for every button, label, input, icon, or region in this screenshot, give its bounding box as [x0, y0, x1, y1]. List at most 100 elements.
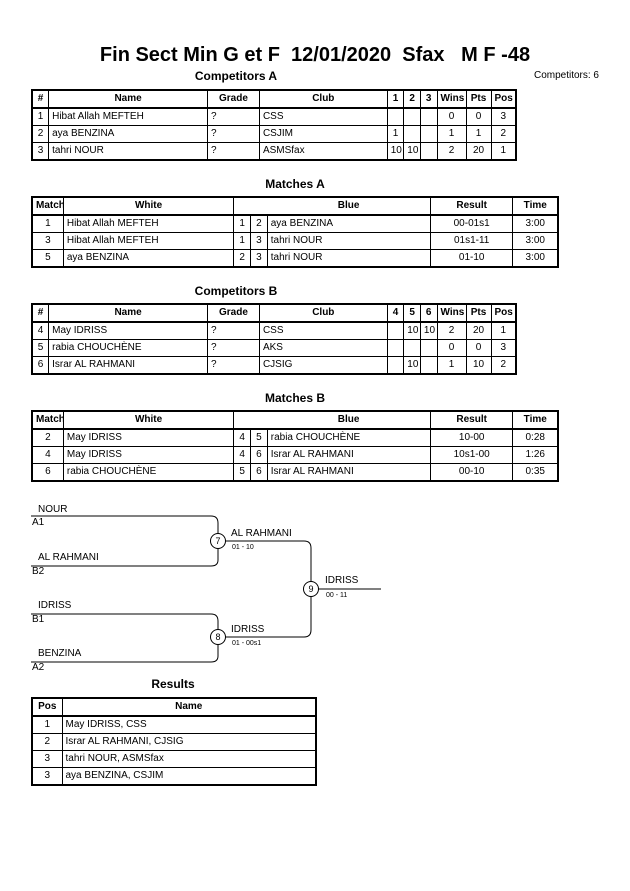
- cell: 5: [31, 249, 64, 268]
- table-row: 2 May IDRISS 4 5 rabia CHOUCHÈNE 10-00 0…: [31, 428, 559, 447]
- matches-a-title: Matches A: [265, 177, 325, 191]
- cell: Israr AL RAHMANI, CJSIG: [61, 733, 317, 751]
- header-cell: [250, 410, 268, 430]
- table-header-row: Pos Name: [31, 697, 317, 717]
- cell: 3:00: [512, 232, 559, 250]
- matches-b-title: Matches B: [264, 391, 326, 405]
- table-header-row: # Name Grade Club 1 2 3 Wins Pts Pos: [31, 89, 517, 109]
- table-header-row: Match White Blue Result Time: [31, 196, 559, 216]
- match-8-winner: IDRISS: [231, 624, 265, 635]
- matches-a-table: Match White Blue Result Time 1 Hibat All…: [31, 196, 559, 268]
- bracket-idriss-seed: IDRISS: [38, 600, 72, 611]
- cell: 0:28: [512, 428, 559, 447]
- page-title: Fin Sect Min G et F 12/01/2020 Sfax M F …: [99, 44, 531, 66]
- cell: aya BENZINA, CSJIM: [61, 767, 317, 786]
- cell: 0: [436, 339, 467, 357]
- cell: 4: [233, 446, 252, 464]
- cell: 2: [490, 356, 517, 375]
- cell: 1: [436, 356, 467, 375]
- matches-b-table: Match White Blue Result Time 2 May IDRIS…: [31, 410, 559, 482]
- cell: 1: [31, 715, 63, 734]
- header-cell: Name: [61, 697, 317, 717]
- cell: aya BENZINA: [62, 249, 235, 268]
- header-cell: Time: [512, 196, 559, 216]
- table-row: 3 Hibat Allah MEFTEH 1 3 tahri NOUR 01s1…: [31, 232, 559, 250]
- cell: tahri NOUR, ASMSfax: [61, 750, 317, 768]
- cell: 3: [31, 750, 63, 768]
- cell: 1: [465, 125, 492, 143]
- header-cell: Name: [48, 89, 209, 109]
- header-cell: Blue: [267, 410, 431, 430]
- match-7-badge: 7: [210, 533, 226, 549]
- table-row: 2 aya BENZINA ? CSJIM 1 1 1 2: [31, 125, 517, 143]
- match-9-winner: IDRISS: [325, 575, 359, 586]
- header-cell: Match: [31, 410, 64, 430]
- table-row: 1 May IDRISS, CSS: [31, 715, 317, 734]
- cell: 1: [436, 125, 467, 143]
- cell: rabia CHOUCHÈNE: [62, 463, 235, 482]
- cell: 3: [490, 339, 517, 357]
- competitors-a-title: Competitors A: [194, 69, 278, 83]
- match-9-badge: 9: [303, 581, 319, 597]
- header-cell: White: [62, 196, 235, 216]
- cell: 5: [233, 463, 252, 482]
- bracket-seed-b2: B2: [32, 566, 45, 577]
- cell: Israr AL RAHMANI: [266, 446, 431, 464]
- header-cell: Match: [31, 196, 64, 216]
- match-7-score: 01 - 10: [232, 544, 254, 551]
- cell: 3: [31, 232, 64, 250]
- cell: AKS: [258, 339, 388, 357]
- cell: ?: [207, 339, 260, 357]
- table-row: 6 rabia CHOUCHÈNE 5 6 Israr AL RAHMANI 0…: [31, 463, 559, 482]
- cell: tahri NOUR: [266, 232, 431, 250]
- table-row: 5 aya BENZINA 2 3 tahri NOUR 01-10 3:00: [31, 249, 559, 268]
- bracket-line-match9: [218, 540, 312, 638]
- cell: Israr AL RAHMANI: [266, 463, 431, 482]
- header-cell: Club: [258, 303, 388, 323]
- results-title: Results: [151, 677, 195, 691]
- cell: Hibat Allah MEFTEH: [62, 232, 235, 250]
- competitors-a-table: # Name Grade Club 1 2 3 Wins Pts Pos 1 H…: [31, 89, 517, 161]
- cell: Israr AL RAHMANI: [48, 356, 209, 375]
- match-7-winner: AL RAHMANI: [231, 528, 292, 539]
- table-row: 2 Israr AL RAHMANI, CJSIG: [31, 733, 317, 751]
- match-8-badge: 8: [210, 629, 226, 645]
- header-cell: 3: [419, 89, 438, 109]
- bracket-benzina: BENZINA: [38, 648, 82, 659]
- cell: 01s1-11: [429, 232, 514, 250]
- header-cell: 1: [386, 89, 405, 109]
- cell: ?: [207, 356, 260, 375]
- cell: 2: [436, 142, 467, 161]
- competitors-b-title: Competitors B: [194, 284, 278, 298]
- bracket-seed-b1: B1: [32, 614, 45, 625]
- cell: tahri NOUR: [266, 249, 431, 268]
- cell: CSJIM: [258, 125, 388, 143]
- table-row: 1 Hibat Allah MEFTEH ? CSS 0 0 3: [31, 107, 517, 126]
- cell: 3: [31, 767, 63, 786]
- header-cell: [250, 196, 268, 216]
- competitors-b-table: # Name Grade Club 4 5 6 Wins Pts Pos 4 M…: [31, 303, 517, 375]
- cell: ASMSfax: [258, 142, 388, 161]
- header-cell: White: [62, 410, 235, 430]
- cell: May IDRISS, CSS: [61, 715, 317, 734]
- bracket-nour: NOUR: [38, 504, 68, 515]
- cell: ?: [207, 125, 260, 143]
- header-cell: Pos: [31, 697, 63, 717]
- header-cell: Wins: [436, 303, 467, 323]
- cell: 10: [386, 142, 405, 161]
- bracket-alrahmani-seed: AL RAHMANI: [38, 552, 99, 563]
- table-row: 3 tahri NOUR ? ASMSfax 10 10 2 20 1: [31, 142, 517, 161]
- header-cell: Time: [512, 410, 559, 430]
- table-row: 4 May IDRISS 4 6 Israr AL RAHMANI 10s1-0…: [31, 446, 559, 464]
- header-cell: Grade: [207, 89, 260, 109]
- bracket-seed-a2: A2: [32, 662, 45, 673]
- cell: 0:35: [512, 463, 559, 482]
- table-row: 3 tahri NOUR, ASMSfax: [31, 750, 317, 768]
- cell: 1: [490, 142, 517, 161]
- header-cell: Wins: [436, 89, 467, 109]
- cell: 2: [490, 125, 517, 143]
- header-cell: Blue: [267, 196, 431, 216]
- header-cell: Club: [258, 89, 388, 109]
- table-header-row: Match White Blue Result Time: [31, 410, 559, 430]
- cell: rabia CHOUCHÈNE: [48, 339, 209, 357]
